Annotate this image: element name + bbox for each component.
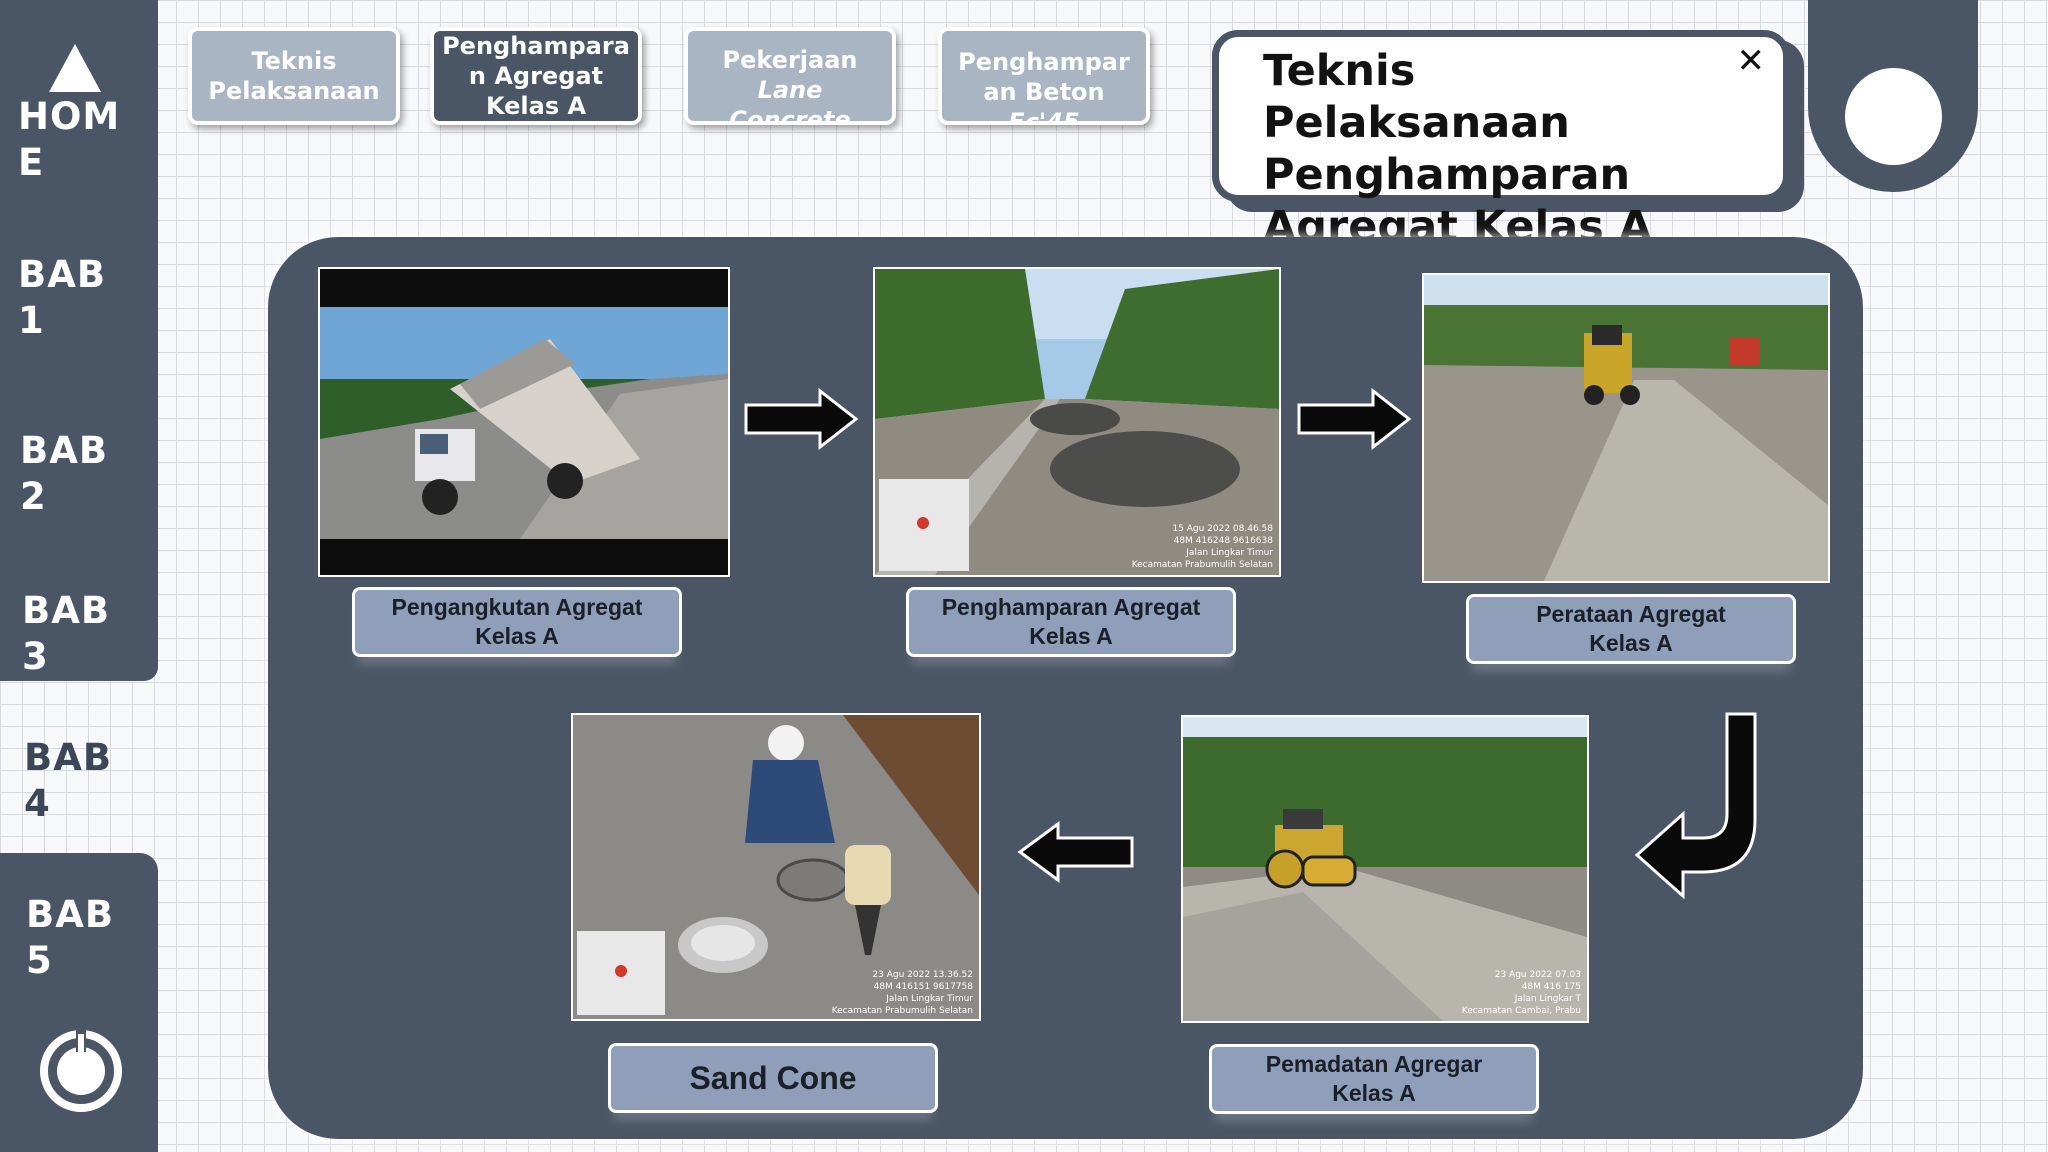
- nav-bab-4[interactable]: BAB 4: [24, 736, 113, 825]
- process-panel: 15 Agu 2022 08.46.58 48M 416248 9616638 …: [268, 237, 1863, 1139]
- photo-stamp-line: 23 Agu 2022 13.36.52: [872, 970, 973, 980]
- home-icon[interactable]: [49, 44, 101, 92]
- arrow-left-icon: [1017, 821, 1134, 883]
- sidebar-top: [0, 0, 158, 681]
- arrow-right-icon: [744, 387, 859, 451]
- photo-stamp-line: Jalan Lingkar Timur: [885, 994, 973, 1004]
- nav-bab-1[interactable]: BAB 1: [18, 253, 107, 342]
- nav-bab-2[interactable]: BAB 2: [20, 429, 109, 518]
- nav-home[interactable]: HOM E: [18, 95, 121, 184]
- photo-stamp-line: Kecamatan Cambai, Prabu: [1462, 1006, 1581, 1016]
- nav-bab-5[interactable]: BAB 5: [26, 893, 115, 982]
- photo-sand-cone-test: 23 Agu 2022 13.36.52 48M 416151 9617758 …: [571, 713, 981, 1021]
- title-card: Teknis Pelaksanaan Penghamparan Agregat …: [1212, 30, 1790, 252]
- arrow-curved-down-left-icon: [1634, 712, 1757, 900]
- photo-stamp-line: 23 Agu 2022 07.03: [1495, 970, 1581, 980]
- photo-stamp-line: 48M 416151 9617758: [874, 982, 974, 992]
- corner-decoration: [1808, 0, 1978, 192]
- step-label-sand-cone: Sand Cone: [608, 1043, 938, 1113]
- photo-stamp-line: Kecamatan Prabumulih Selatan: [832, 1006, 973, 1016]
- power-icon[interactable]: [38, 1028, 124, 1114]
- photo-motor-grader: [1422, 273, 1830, 583]
- photo-stamp-line: Jalan Lingkar Timur: [1185, 548, 1273, 558]
- sidebar-bottom: [0, 853, 158, 1152]
- photo-roller-compactor: 23 Agu 2022 07.03 48M 416 175 Jalan Ling…: [1181, 715, 1589, 1023]
- nav-bab-3[interactable]: BAB 3: [22, 589, 111, 678]
- photo-aggregate-piles: 15 Agu 2022 08.46.58 48M 416248 9616638 …: [873, 267, 1281, 577]
- close-icon[interactable]: ✕: [1736, 41, 1766, 81]
- circle-button[interactable]: [1845, 68, 1942, 165]
- photo-dump-truck: [318, 267, 730, 577]
- arrow-right-icon: [1297, 387, 1412, 451]
- photo-stamp-line: 15 Agu 2022 08.46.58: [1172, 524, 1273, 534]
- photo-stamp-line: 48M 416248 9616638: [1174, 536, 1274, 546]
- page-title: Teknis Pelaksanaan Penghamparan Agregat …: [1263, 46, 1653, 252]
- photo-stamp-line: 48M 416 175: [1522, 982, 1581, 992]
- photo-stamp-line: Jalan Lingkar T: [1514, 994, 1582, 1004]
- photo-stamp-line: Kecamatan Prabumulih Selatan: [1132, 560, 1273, 570]
